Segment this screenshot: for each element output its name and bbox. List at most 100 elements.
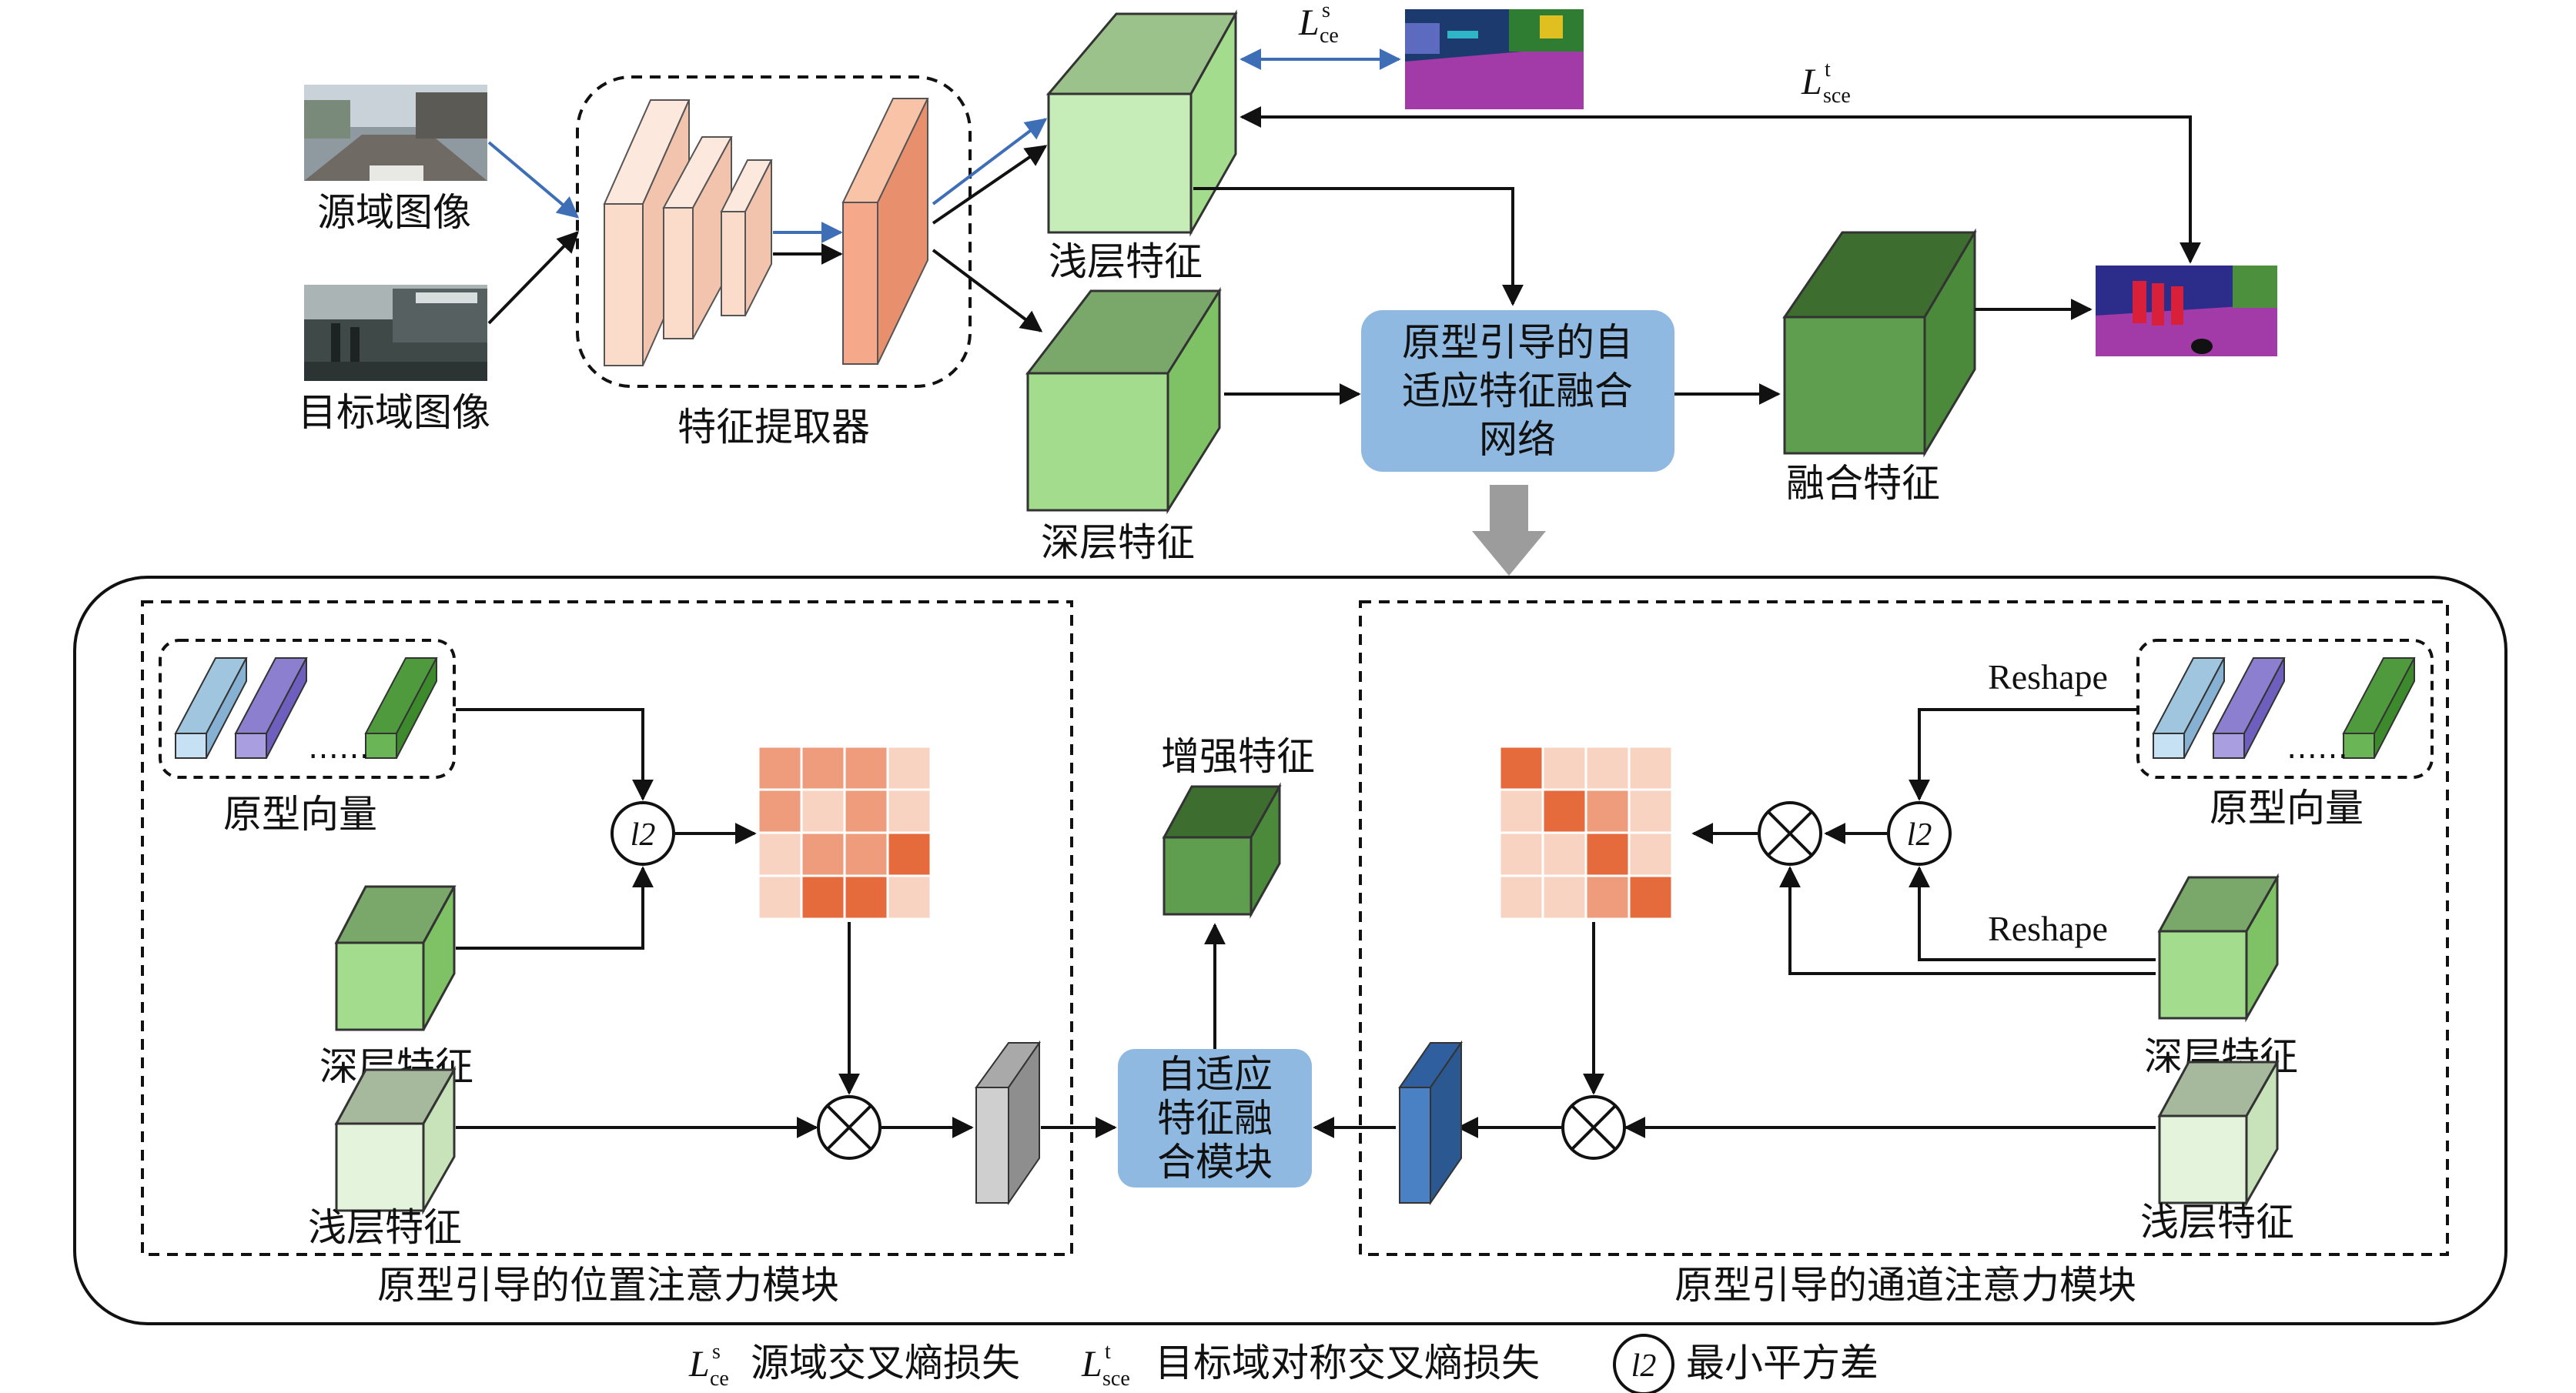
deep-to-l2-arrow-right bbox=[1909, 866, 2156, 961]
matrix-cell bbox=[757, 788, 803, 834]
deep-feature-label: 深层特征 bbox=[1041, 520, 1195, 565]
matrix-cell bbox=[800, 745, 846, 791]
enhanced-feature-cube bbox=[1162, 782, 1282, 919]
source-segmentation-map bbox=[1405, 9, 1584, 109]
matrix-cell bbox=[1584, 874, 1631, 920]
matrix-cell bbox=[886, 745, 932, 791]
attention-matrix-left bbox=[757, 745, 932, 920]
deep-feature-cube bbox=[1025, 286, 1222, 515]
channel-attention-box bbox=[1359, 600, 2449, 1256]
extractor-label: 特征提取器 bbox=[677, 405, 870, 449]
source-to-extractor-arrow bbox=[487, 141, 580, 219]
svg-text:……: …… bbox=[2287, 730, 2348, 766]
svg-text:s: s bbox=[1322, 0, 1330, 22]
matrix-cell bbox=[757, 745, 803, 791]
adaptive-module-line-2: 特征融 bbox=[1157, 1096, 1273, 1141]
position-output-slab bbox=[975, 1040, 1041, 1206]
feature-extractor-layers bbox=[603, 98, 929, 366]
matrix-cell bbox=[843, 745, 889, 791]
legend-loss-ce: L s ce bbox=[688, 1340, 729, 1391]
prototype-to-l2-arrow-right bbox=[1909, 708, 2136, 801]
l2-node-left bbox=[611, 801, 675, 866]
attention-matrix-right bbox=[1498, 745, 1674, 920]
svg-text:s: s bbox=[712, 1340, 721, 1364]
shallow-feature-label-right: 浅层特征 bbox=[2140, 1200, 2294, 1244]
shallow-to-fusion-arrow bbox=[1193, 187, 1524, 306]
fusion-network-line-3: 网络 bbox=[1479, 417, 1556, 462]
position-attention-box bbox=[141, 600, 1073, 1256]
svg-text:L: L bbox=[688, 1344, 710, 1385]
legend-l2-description: 最小平方差 bbox=[1686, 1341, 1878, 1385]
svg-text:sce: sce bbox=[1823, 84, 1851, 108]
matrix-cell bbox=[1628, 874, 1674, 920]
detail-panel bbox=[73, 576, 2507, 1325]
legend-l2-label: l2 bbox=[1631, 1348, 1657, 1384]
svg-text:L: L bbox=[1298, 2, 1320, 43]
matrix-cell bbox=[886, 788, 932, 834]
extractor-to-deep-arrow bbox=[932, 249, 1043, 332]
source-image-label: 源域图像 bbox=[317, 190, 471, 235]
svg-text:L: L bbox=[1801, 62, 1822, 102]
legend-sce-description: 目标域对称交叉熵损失 bbox=[1155, 1341, 1540, 1385]
legend-l2-circle bbox=[1613, 1334, 1674, 1393]
prototype-vectors-box-left bbox=[159, 639, 456, 779]
fusion-network-line-2: 适应特征融合 bbox=[1402, 369, 1633, 413]
matrix-cell bbox=[1584, 745, 1631, 791]
shallow-feature-cube bbox=[1045, 9, 1238, 237]
shallow-feature-label-left: 浅层特征 bbox=[308, 1205, 462, 1250]
expand-arrow bbox=[1472, 485, 1546, 576]
matrix-cell bbox=[843, 831, 889, 877]
loss-sce-symbol: L t sce bbox=[1801, 58, 1851, 108]
l2-label-right: l2 bbox=[1907, 817, 1932, 853]
legend-loss-sce: L t sce bbox=[1081, 1340, 1130, 1391]
prototype-label-left: 原型向量 bbox=[223, 792, 377, 837]
matrix-cell bbox=[1628, 745, 1674, 791]
matrix-cell bbox=[1541, 745, 1587, 791]
svg-text:t: t bbox=[1105, 1340, 1111, 1364]
matrix-cell bbox=[800, 788, 846, 834]
matrix-cell bbox=[1584, 831, 1631, 877]
shallow-feature-cube-left bbox=[334, 1065, 457, 1215]
multiply-node-left bbox=[817, 1095, 882, 1160]
target-image-label: 目标域图像 bbox=[298, 390, 490, 435]
channel-output-slab bbox=[1398, 1040, 1463, 1206]
matrix-cell bbox=[1541, 874, 1587, 920]
reshape-label-top: Reshape bbox=[1988, 657, 2108, 696]
svg-text:sce: sce bbox=[1102, 1367, 1130, 1391]
svg-text:t: t bbox=[1825, 58, 1831, 82]
channel-attention-title: 原型引导的通道注意力模块 bbox=[1674, 1263, 2136, 1308]
legend-ce-description: 源域交叉熵损失 bbox=[751, 1341, 1020, 1385]
matrix-cell bbox=[1498, 788, 1544, 834]
reshape-label-bottom: Reshape bbox=[1988, 909, 2108, 948]
feature-extractor-box bbox=[576, 75, 972, 388]
l2-node-right bbox=[1887, 801, 1952, 866]
matrix-cell bbox=[1498, 874, 1544, 920]
deep-feature-cube-left bbox=[334, 885, 457, 1031]
shallow-feature-label: 浅层特征 bbox=[1049, 239, 1203, 284]
fused-feature-label: 融合特征 bbox=[1786, 461, 1940, 506]
matrix-cell bbox=[757, 831, 803, 877]
multiply-node-right-top bbox=[1758, 801, 1822, 866]
target-segmentation-map bbox=[2096, 266, 2277, 356]
matrix-cell bbox=[757, 874, 803, 920]
matrix-cell bbox=[1628, 831, 1674, 877]
prototype-vectors-box-right bbox=[2136, 639, 2434, 779]
svg-text:ce: ce bbox=[710, 1367, 729, 1391]
adaptive-module-line-3: 合模块 bbox=[1157, 1140, 1273, 1184]
matrix-cell bbox=[843, 788, 889, 834]
shallow-feature-cube-right bbox=[2157, 1057, 2280, 1208]
prototype-label-right: 原型向量 bbox=[2210, 786, 2364, 830]
target-image-thumbnail bbox=[304, 285, 487, 381]
adaptive-module-line-1: 自适应 bbox=[1157, 1052, 1273, 1097]
deep-to-multiply-arrow-right bbox=[1779, 866, 2156, 975]
matrix-cell bbox=[1541, 788, 1587, 834]
l2-label-left: l2 bbox=[631, 817, 656, 853]
position-attention-title: 原型引导的位置注意力模块 bbox=[377, 1263, 839, 1308]
matrix-cell bbox=[1584, 788, 1631, 834]
extractor-to-shallow-arrow bbox=[932, 145, 1048, 225]
matrix-cell bbox=[800, 874, 846, 920]
prototype-to-l2-arrow-left bbox=[456, 708, 654, 801]
fusion-network-line-1: 原型引导的自 bbox=[1402, 320, 1633, 365]
source-image-thumbnail bbox=[304, 85, 487, 181]
